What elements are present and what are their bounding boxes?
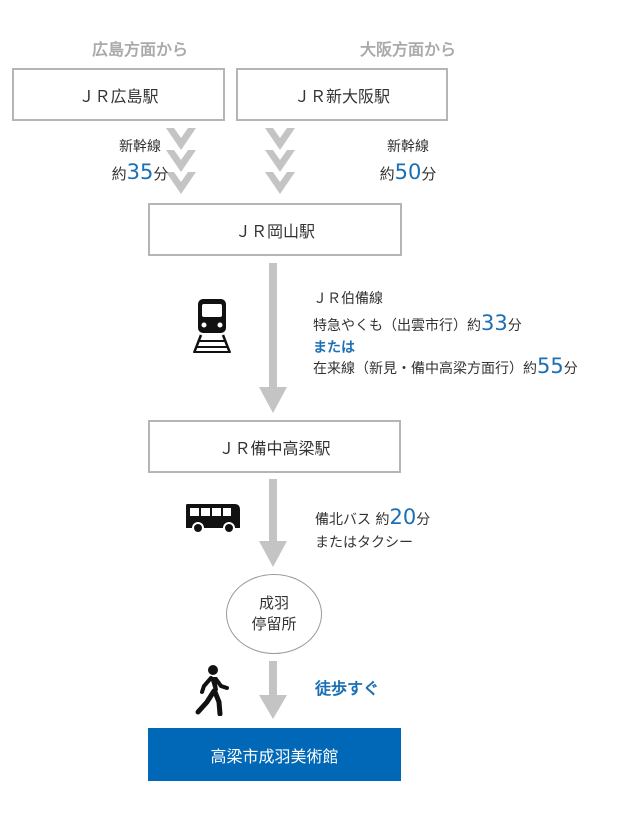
bus-route: 備北バス 約20分: [315, 505, 430, 529]
local-text: 在来線（新見・備中高梁方面行）約: [313, 361, 537, 377]
station-box-okayama: ＪＲ岡山駅: [148, 203, 402, 256]
time-prefix: 約: [379, 165, 395, 183]
hakubi-line-label: ＪＲ伯備線: [313, 291, 383, 307]
stop-name-line1: 成羽: [258, 594, 289, 612]
arrow-down-icon: [259, 661, 287, 719]
shinkansen-label: 新幹線: [387, 139, 429, 155]
express-route: 特急やくも（出雲市行）約33分: [313, 311, 522, 335]
express-text: 特急やくも（出雲市行）約: [313, 318, 481, 334]
station-label: ＪＲ広島駅: [78, 86, 159, 106]
arrow-down-icon: [259, 263, 287, 413]
arrow-down-icon: [259, 479, 287, 567]
station-label: ＪＲ備中高梁駅: [218, 438, 331, 458]
station-box-shin-osaka: ＪＲ新大阪駅: [236, 68, 448, 121]
local-route: 在来線（新見・備中高梁方面行）約55分: [313, 354, 578, 378]
station-box-bitchu-takahashi: ＪＲ備中高梁駅: [148, 420, 401, 473]
walking-person-icon: [195, 665, 229, 716]
station-box-hiroshima: ＪＲ広島駅: [12, 68, 225, 121]
bus-text: 備北バス 約: [315, 512, 390, 528]
station-label: ＪＲ新大阪駅: [293, 86, 390, 106]
local-time-value: 55: [537, 354, 564, 378]
chevron-down-icon: [166, 128, 196, 194]
origin-heading-hiroshima: 広島方面から: [91, 40, 188, 59]
destination-name: 高梁市成羽美術館: [210, 746, 339, 766]
walk-label: 徒歩すぐ: [315, 679, 380, 698]
destination-box: 高梁市成羽美術館: [148, 728, 401, 781]
bus-time-value: 20: [389, 505, 417, 529]
origin-heading-osaka: 大阪方面から: [359, 40, 456, 59]
bus-icon: [186, 504, 240, 534]
express-time-unit: 分: [507, 318, 522, 334]
shinkansen-label: 新幹線: [119, 139, 161, 155]
train-icon: [193, 299, 231, 353]
station-label: ＪＲ岡山駅: [234, 221, 315, 241]
time-value: 50: [394, 160, 422, 184]
travel-time-hiroshima: 約35分: [90, 160, 190, 184]
bus-time-unit: 分: [416, 512, 431, 528]
express-time-value: 33: [481, 311, 508, 335]
local-time-unit: 分: [563, 361, 578, 377]
time-unit: 分: [421, 165, 437, 183]
time-prefix: 約: [111, 165, 127, 183]
bus-stop-nariwa: 成羽 停留所: [226, 574, 322, 654]
travel-time-osaka: 約50分: [358, 160, 458, 184]
stop-name-line2: 停留所: [251, 615, 297, 633]
taxi-alternative: またはタクシー: [315, 535, 413, 551]
time-unit: 分: [153, 165, 169, 183]
time-value: 35: [126, 160, 154, 184]
or-label: または: [313, 340, 355, 356]
chevron-down-icon: [265, 128, 295, 194]
